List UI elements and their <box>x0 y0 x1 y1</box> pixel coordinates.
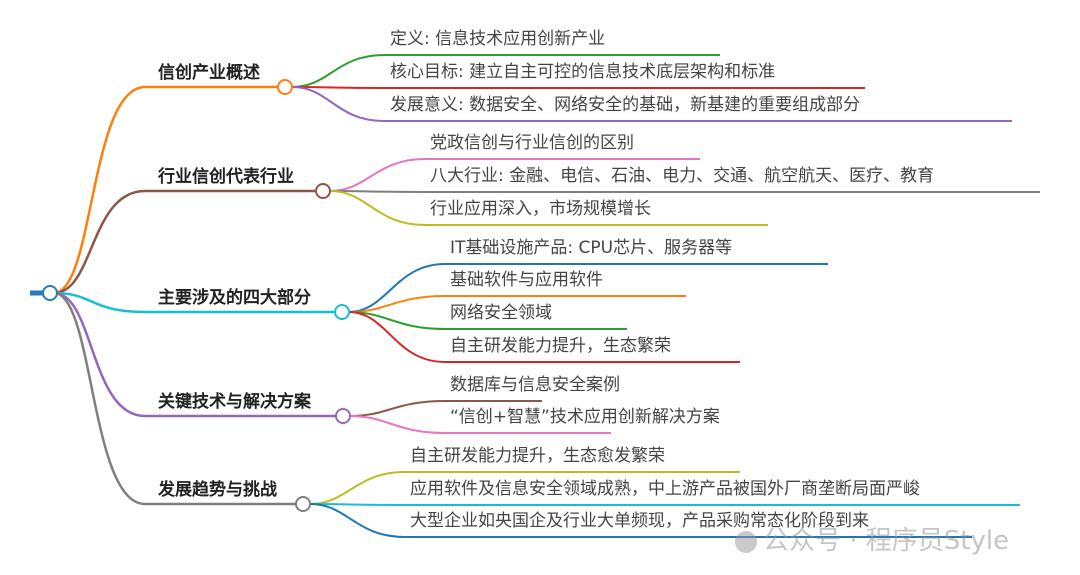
branch-connector <box>53 291 335 314</box>
leaf-connector <box>329 190 768 226</box>
leaf-topic[interactable]: “信创+智慧”技术应用创新解决方案 <box>450 407 720 427</box>
leaf-topic[interactable]: 自主研发能力提升，生态繁荣 <box>450 336 671 356</box>
leaf-topic[interactable]: 八大行业: 金融、电信、石油、电力、交通、航空航天、医疗、教育 <box>430 166 935 186</box>
leaf-topic[interactable]: 党政信创与行业信创的区别 <box>430 133 634 153</box>
collapse-toggle[interactable] <box>335 408 351 424</box>
leaf-topic[interactable]: 定义: 信息技术应用创新产业 <box>390 29 606 49</box>
leaf-topic[interactable]: 网络安全领域 <box>450 303 552 323</box>
leaf-connector <box>329 158 700 192</box>
wechat-icon <box>735 530 757 553</box>
leaf-connector <box>291 86 865 89</box>
collapse-toggle[interactable] <box>295 496 311 512</box>
leaf-connector <box>348 295 686 313</box>
watermark: 公众号 · 程序员Style <box>735 520 1009 557</box>
leaf-topic[interactable]: 行业应用深入，市场规模增长 <box>430 199 651 219</box>
leaf-connector <box>329 190 1040 193</box>
branch-topic[interactable]: 行业信创代表行业 <box>158 167 294 187</box>
leaf-connector <box>309 471 740 505</box>
branch-connector <box>53 85 278 295</box>
branch-topic[interactable]: 信创产业概述 <box>158 63 260 83</box>
branch-topic[interactable]: 主要涉及的四大部分 <box>158 288 311 308</box>
collapse-toggle[interactable] <box>334 304 350 320</box>
root-node[interactable] <box>42 285 58 301</box>
leaf-topic[interactable]: 数据库与信息安全案例 <box>450 375 620 395</box>
leaf-connector <box>348 263 828 313</box>
leaf-connector <box>309 503 972 538</box>
branch-connector <box>53 291 336 418</box>
leaf-topic[interactable]: 基础软件与应用软件 <box>450 270 603 290</box>
leaf-connector <box>291 54 720 88</box>
leaf-connector <box>309 503 1020 506</box>
leaf-connector <box>349 415 611 434</box>
leaf-connector <box>348 311 627 330</box>
branch-connector <box>53 189 316 295</box>
collapse-toggle[interactable] <box>277 79 293 95</box>
leaf-topic[interactable]: 大型企业如央国企及行业大单频现，产品采购常态化阶段到来 <box>410 511 869 531</box>
leaf-connector <box>348 311 740 363</box>
branch-topic[interactable]: 发展趋势与挑战 <box>158 480 277 500</box>
leaf-connector <box>291 86 1012 122</box>
leaf-topic[interactable]: 自主研发能力提升，生态愈发繁荣 <box>410 446 665 466</box>
leaf-connector <box>349 400 542 417</box>
leaf-topic[interactable]: 核心目标: 建立自主可控的信息技术底层架构和标准 <box>390 62 776 82</box>
branch-connector <box>53 291 296 506</box>
collapse-toggle[interactable] <box>315 183 331 199</box>
branch-topic[interactable]: 关键技术与解决方案 <box>158 392 311 412</box>
leaf-topic[interactable]: 应用软件及信息安全领域成熟，中上游产品被国外厂商垄断局面严峻 <box>410 479 920 499</box>
watermark-text: 公众号 · 程序员Style <box>763 526 1010 556</box>
leaf-topic[interactable]: 发展意义: 数据安全、网络安全的基础，新基建的重要组成部分 <box>390 95 861 115</box>
leaf-topic[interactable]: IT基础设施产品: CPU芯片、服务器等 <box>450 238 733 258</box>
